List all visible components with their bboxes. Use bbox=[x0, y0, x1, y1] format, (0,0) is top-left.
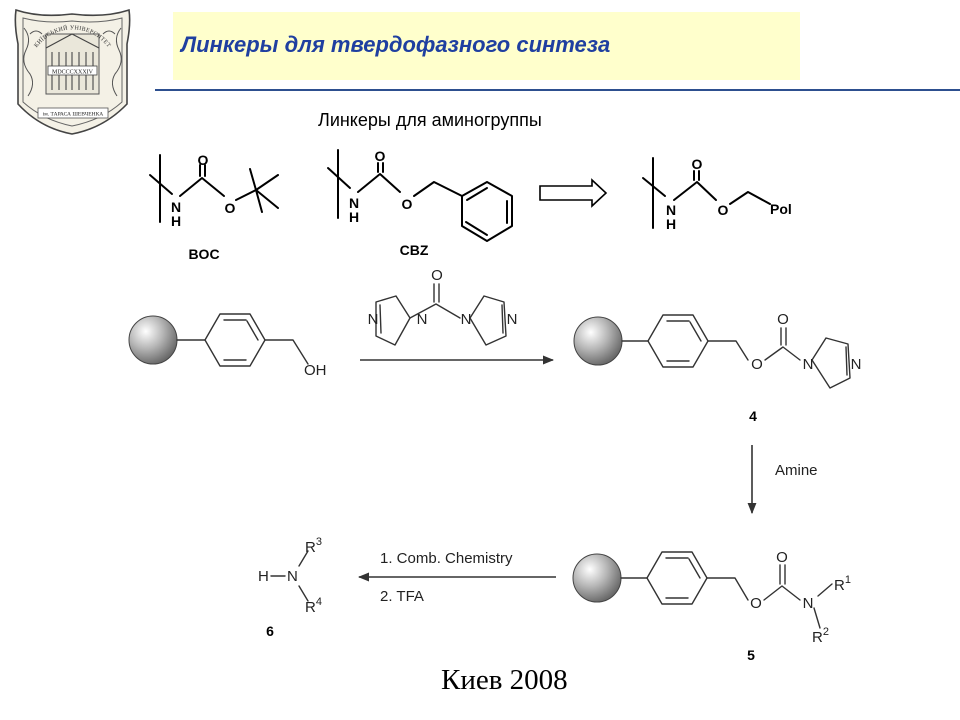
p6-h: H bbox=[258, 568, 269, 585]
pol-n: N bbox=[666, 202, 676, 218]
p5-r1: R1 bbox=[834, 574, 851, 594]
boc-structure bbox=[149, 154, 279, 223]
p5-o-carbonyl: O bbox=[776, 549, 788, 566]
resin-bead-4 bbox=[573, 316, 623, 366]
step-comb-chemistry: 1. Comb. Chemistry bbox=[380, 550, 513, 567]
cdi-n3: N bbox=[461, 311, 472, 328]
resin-bead bbox=[128, 315, 178, 365]
step-tfa: 2. TFA bbox=[380, 588, 424, 605]
cdi-o: O bbox=[431, 267, 443, 284]
boc-h: H bbox=[171, 213, 181, 229]
pol-tail-label: Pol bbox=[770, 201, 792, 217]
product-4-number: 4 bbox=[749, 408, 757, 424]
cdi-n1: N bbox=[368, 311, 379, 328]
step-amine-label: Amine bbox=[775, 462, 818, 479]
boc-o-top: O bbox=[198, 152, 209, 168]
boc-o-ester: O bbox=[225, 200, 236, 216]
p4-o-carbonyl: O bbox=[777, 311, 789, 328]
benzyl-alcohol-structure bbox=[176, 313, 309, 367]
page-title: Линкеры для твердофазного синтеза bbox=[181, 32, 611, 57]
cbz-h: H bbox=[349, 209, 359, 225]
cbz-o-ester: O bbox=[402, 196, 413, 212]
product-6-structure bbox=[270, 550, 309, 602]
seal-roman-text: MDCCCXXXIV bbox=[52, 70, 94, 76]
resin-bead-5 bbox=[572, 553, 622, 603]
cbz-label: CBZ bbox=[400, 242, 429, 258]
product-5-number: 5 bbox=[747, 647, 755, 663]
p5-o-ester: O bbox=[750, 595, 762, 612]
seal-bottom-text: ім. ТАРАСА ШЕВЧЕНКА bbox=[43, 112, 103, 118]
pol-o-ester: O bbox=[718, 202, 729, 218]
footer-city-year: Киев 2008 bbox=[441, 664, 568, 696]
hollow-arrow bbox=[539, 178, 608, 208]
product-5-structure bbox=[620, 551, 833, 629]
cbz-n: N bbox=[349, 195, 359, 211]
title-divider bbox=[155, 89, 960, 91]
p5-r2: R2 bbox=[812, 626, 829, 646]
p6-r4: R4 bbox=[305, 596, 322, 616]
p4-n2: N bbox=[851, 356, 862, 373]
pol-h: H bbox=[666, 216, 676, 232]
p6-r3: R3 bbox=[305, 536, 322, 556]
university-seal-logo: MDCCCXXXIV КИЇВСЬКИЙ УНІВЕРСИТЕТ ім. ТАР… bbox=[14, 8, 131, 135]
section-title: Линкеры для аминогруппы bbox=[318, 110, 542, 130]
pol-linker-structure bbox=[642, 157, 771, 229]
product-6-number: 6 bbox=[266, 623, 274, 639]
cdi-n2: N bbox=[417, 311, 428, 328]
start-oh: OH bbox=[304, 362, 327, 379]
p5-n: N bbox=[803, 595, 814, 612]
cbz-structure bbox=[327, 149, 513, 242]
p4-n1: N bbox=[803, 356, 814, 373]
boc-label: BOC bbox=[188, 246, 219, 262]
title-banner: Линкеры для твердофазного синтеза bbox=[173, 12, 800, 80]
pol-o-top: O bbox=[692, 156, 703, 172]
boc-n: N bbox=[171, 199, 181, 215]
cbz-o-top: O bbox=[375, 148, 386, 164]
p6-n: N bbox=[287, 568, 298, 585]
cdi-n4: N bbox=[507, 311, 518, 328]
p4-o-ester: O bbox=[751, 356, 763, 373]
product-4-structure bbox=[621, 314, 851, 389]
cdi-reagent-structure bbox=[375, 283, 507, 346]
